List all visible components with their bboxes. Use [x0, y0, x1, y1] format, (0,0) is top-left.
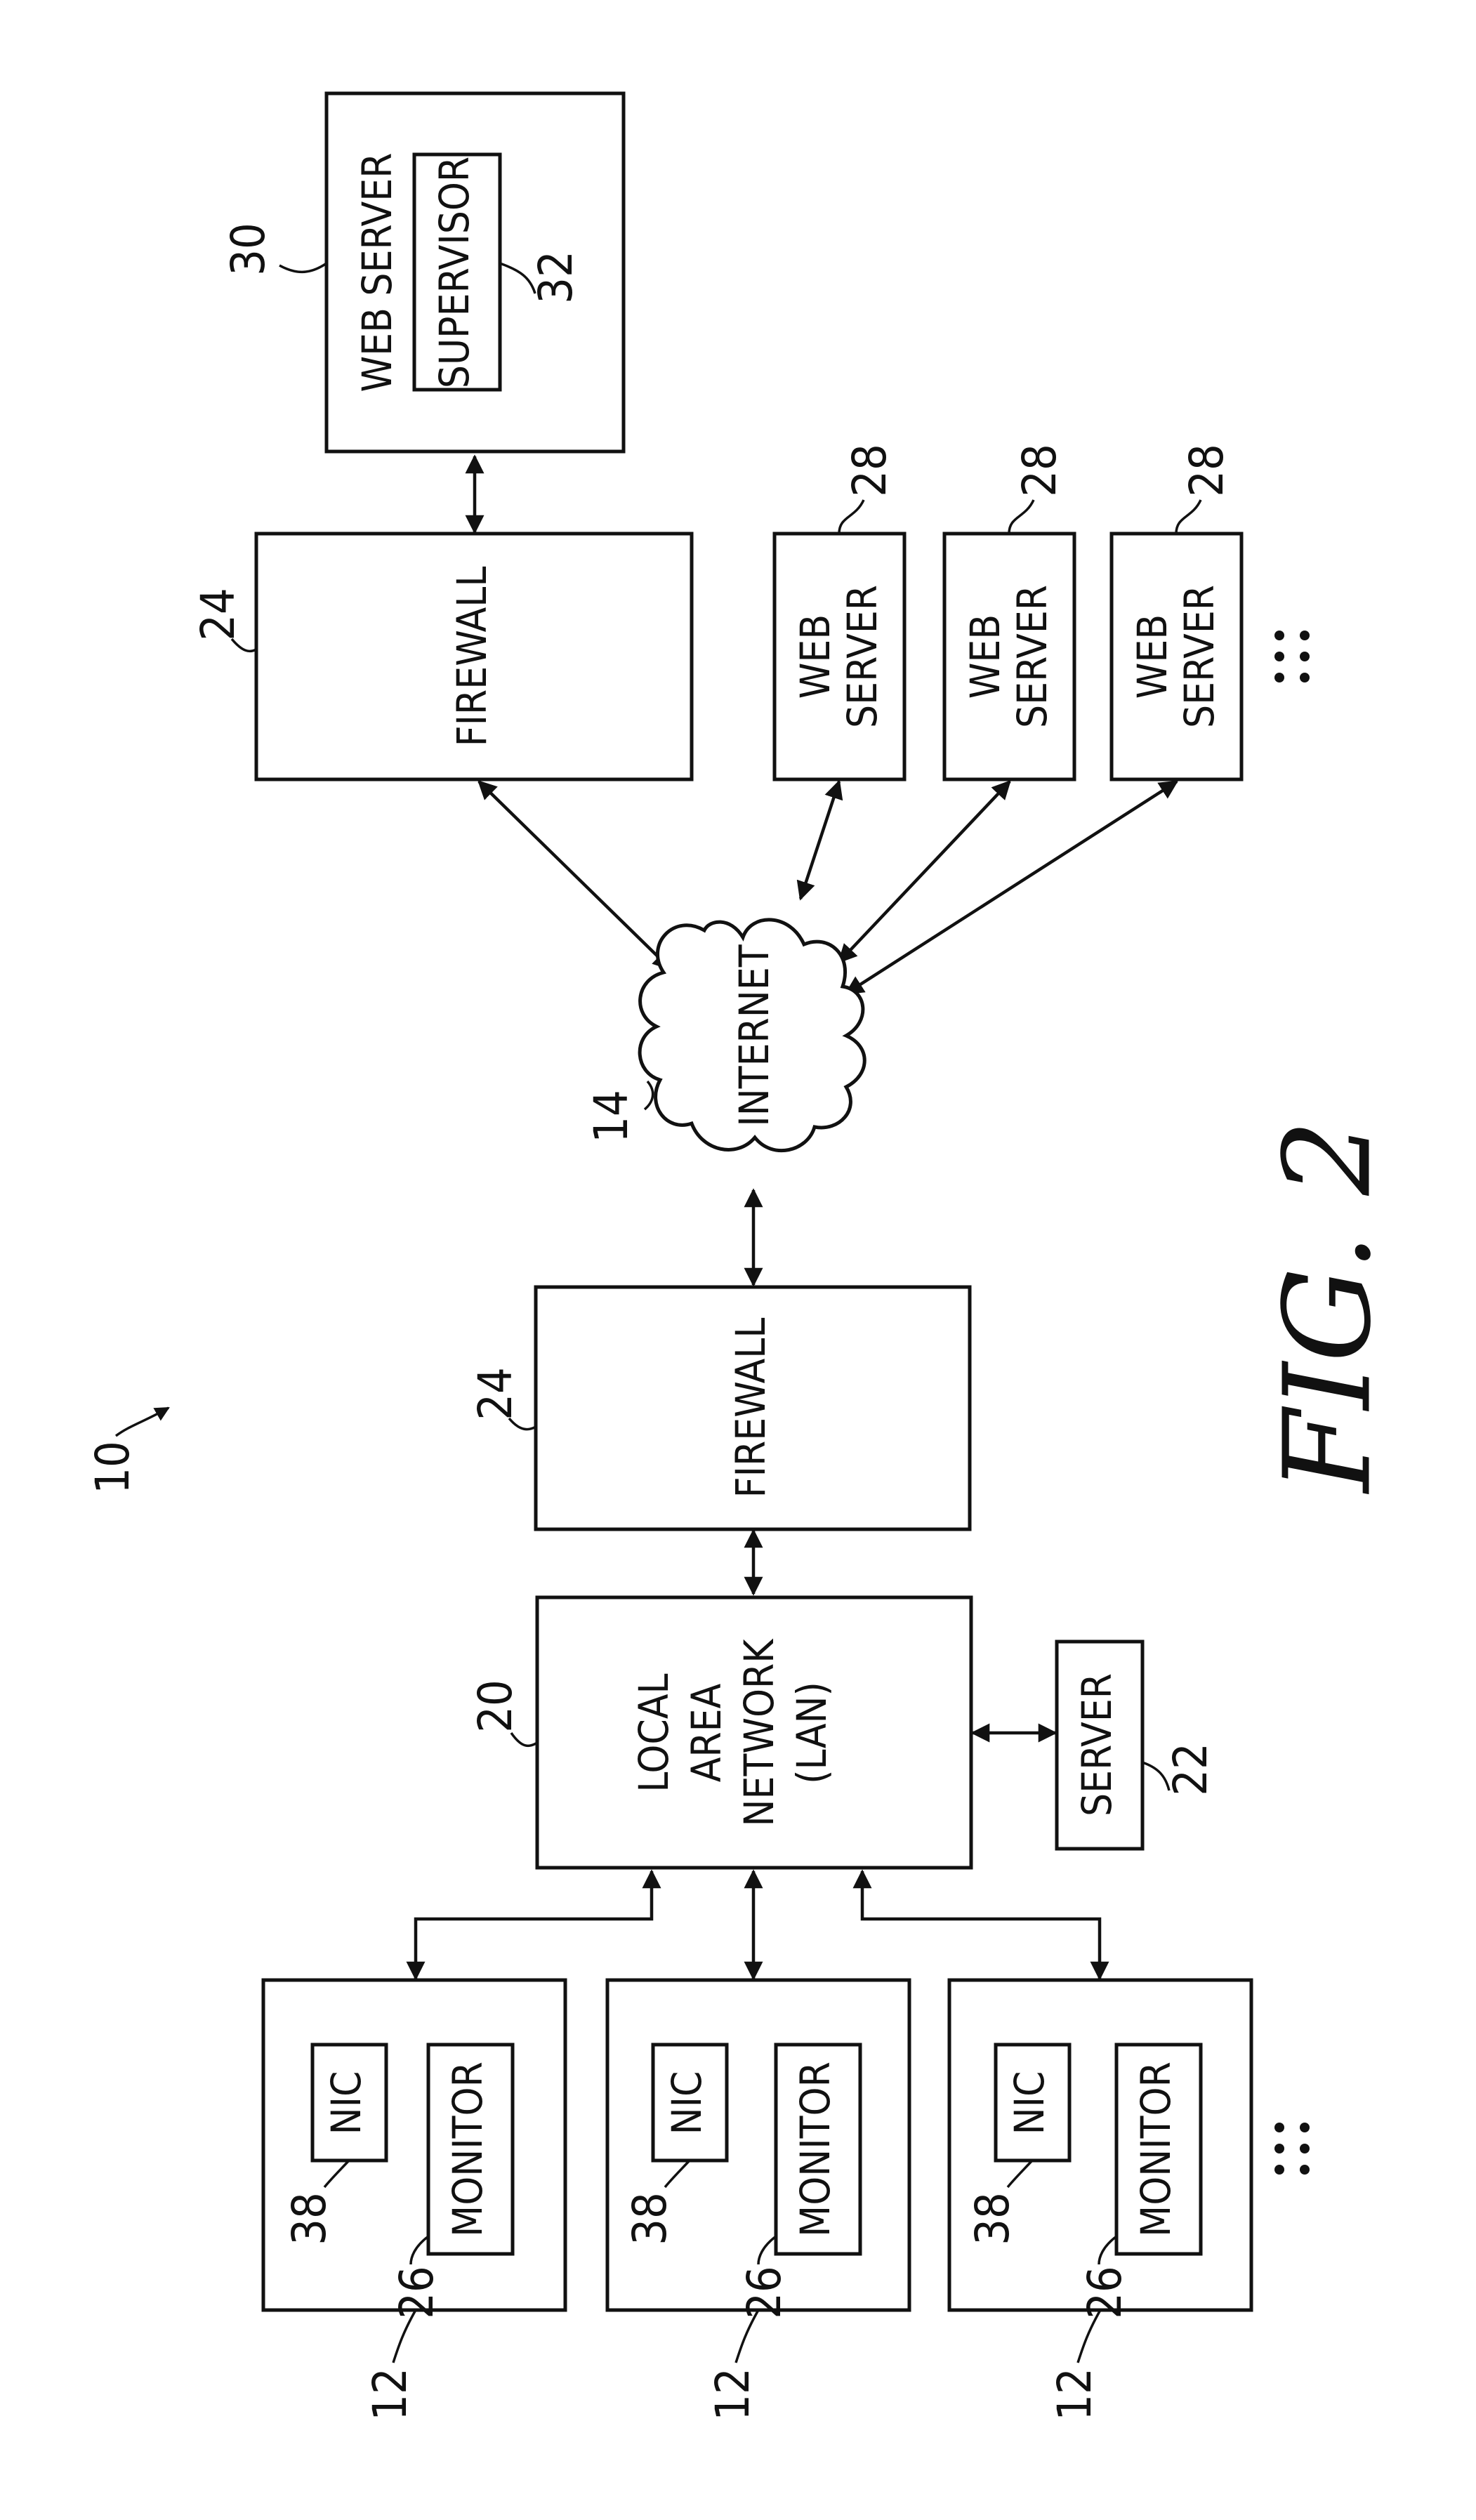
- ref-12-ws3: 12: [1048, 2368, 1102, 2421]
- ref-30: 30: [221, 223, 275, 276]
- server-label: SERVER: [1073, 1673, 1121, 1816]
- workstation-2-nic-label: NIC: [663, 2071, 711, 2135]
- link-webserver-b-internet: [839, 781, 1010, 962]
- ref-32: 32: [529, 251, 583, 304]
- workstation-2-nic: NIC: [653, 2045, 727, 2161]
- server: SERVER 22: [1057, 1642, 1218, 1849]
- leader-28-b: [1009, 500, 1034, 534]
- web-server-a-line1: WEB: [791, 614, 839, 699]
- workstation-1-monitor: MONITOR: [428, 2045, 513, 2254]
- ref-38-ws3: 38: [966, 2192, 1020, 2245]
- ref-28-b: 28: [1013, 444, 1067, 497]
- ref-12-ws1: 12: [363, 2368, 417, 2421]
- system-reference: 10: [86, 1408, 169, 1494]
- ref-38-ws2: 38: [623, 2192, 677, 2245]
- workstation-1-nic-label: NIC: [322, 2071, 370, 2135]
- workstation-3-monitor: MONITOR: [1116, 2045, 1201, 2254]
- firewall-left: FIREWALL 24: [468, 1287, 970, 1529]
- leader-30: [279, 263, 327, 272]
- ref-38-ws1: 38: [282, 2192, 336, 2245]
- lan-line4: (LAN): [788, 1682, 836, 1784]
- ref-26-ws3: 26: [1078, 2266, 1132, 2319]
- figure-caption: FIG. 2: [1258, 1119, 1397, 1494]
- ref-26-ws1: 26: [390, 2266, 444, 2319]
- link-lan-workstation-1: [416, 1871, 652, 1979]
- internet-label: INTERNET: [730, 944, 778, 1126]
- web-servers-continuation-dots: [1274, 631, 1310, 682]
- firewall-left-label: FIREWALL: [727, 1318, 775, 1498]
- firewall-right: FIREWALL 24: [191, 534, 692, 779]
- link-webserver-a-internet: [800, 781, 839, 899]
- lan-line1: LOCAL: [630, 1673, 678, 1792]
- workstations-continuation-dots: [1274, 2123, 1310, 2175]
- workstation-2: NIC MONITOR 38 26 12: [607, 1980, 909, 2421]
- ref-28-c: 28: [1180, 444, 1234, 497]
- workstation-3: NIC MONITOR 38 26 12: [949, 1980, 1251, 2421]
- web-server-b: WEB SERVER 28: [944, 444, 1074, 779]
- internet-cloud: INTERNET 14: [584, 920, 864, 1151]
- ref-10: 10: [86, 1441, 140, 1494]
- leader-28-c: [1176, 500, 1201, 534]
- ref-28-a: 28: [843, 444, 897, 497]
- leader-20: [511, 1733, 537, 1746]
- workstation-3-nic-label: NIC: [1006, 2071, 1053, 2135]
- ref-20: 20: [468, 1680, 522, 1733]
- ref-26-ws2: 26: [737, 2266, 791, 2319]
- web-server-main-label: WEB SERVER: [353, 152, 401, 392]
- lan-line3: NETWORK: [735, 1638, 783, 1827]
- workstation-1-nic: NIC: [312, 2045, 386, 2161]
- web-server-a-line2: SERVER: [838, 585, 886, 728]
- workstation-2-monitor-label: MONITOR: [791, 2061, 839, 2237]
- web-server-c: WEB SERVER 28: [1112, 444, 1241, 779]
- workstation-1: NIC MONITOR 38 26 12: [263, 1980, 565, 2421]
- link-webserver-c-internet: [846, 781, 1177, 994]
- web-server-b-line2: SERVER: [1008, 585, 1056, 728]
- leader-10-arrow: [116, 1408, 169, 1436]
- web-server-a: WEB SERVER 28: [775, 444, 904, 779]
- ref-14: 14: [584, 1090, 638, 1143]
- workstation-1-monitor-label: MONITOR: [444, 2061, 492, 2237]
- web-server-c-line2: SERVER: [1175, 585, 1223, 728]
- link-firewall-internet: [479, 781, 671, 969]
- web-server-b-line1: WEB: [961, 614, 1009, 699]
- web-server-c-line1: WEB: [1128, 614, 1176, 699]
- leader-28-a: [839, 500, 864, 534]
- ref-22: 22: [1164, 1743, 1218, 1796]
- firewall-right-label: FIREWALL: [448, 567, 496, 747]
- workstation-3-nic: NIC: [996, 2045, 1069, 2161]
- ref-24-right: 24: [191, 588, 245, 641]
- lan: LOCAL AREA NETWORK (LAN) 20: [468, 1597, 971, 1868]
- link-lan-workstation-3: [862, 1871, 1100, 1979]
- web-server-main: WEB SERVER SUPERVISOR 30 32: [221, 93, 624, 451]
- workstation-3-monitor-label: MONITOR: [1132, 2061, 1180, 2237]
- supervisor: SUPERVISOR: [414, 154, 500, 390]
- workstation-2-monitor: MONITOR: [776, 2045, 860, 2254]
- leader-14: [645, 1081, 653, 1109]
- ref-12-ws2: 12: [706, 2368, 760, 2421]
- supervisor-label: SUPERVISOR: [430, 157, 478, 388]
- lan-line2: AREA: [683, 1683, 730, 1782]
- ref-24-left: 24: [468, 1367, 522, 1420]
